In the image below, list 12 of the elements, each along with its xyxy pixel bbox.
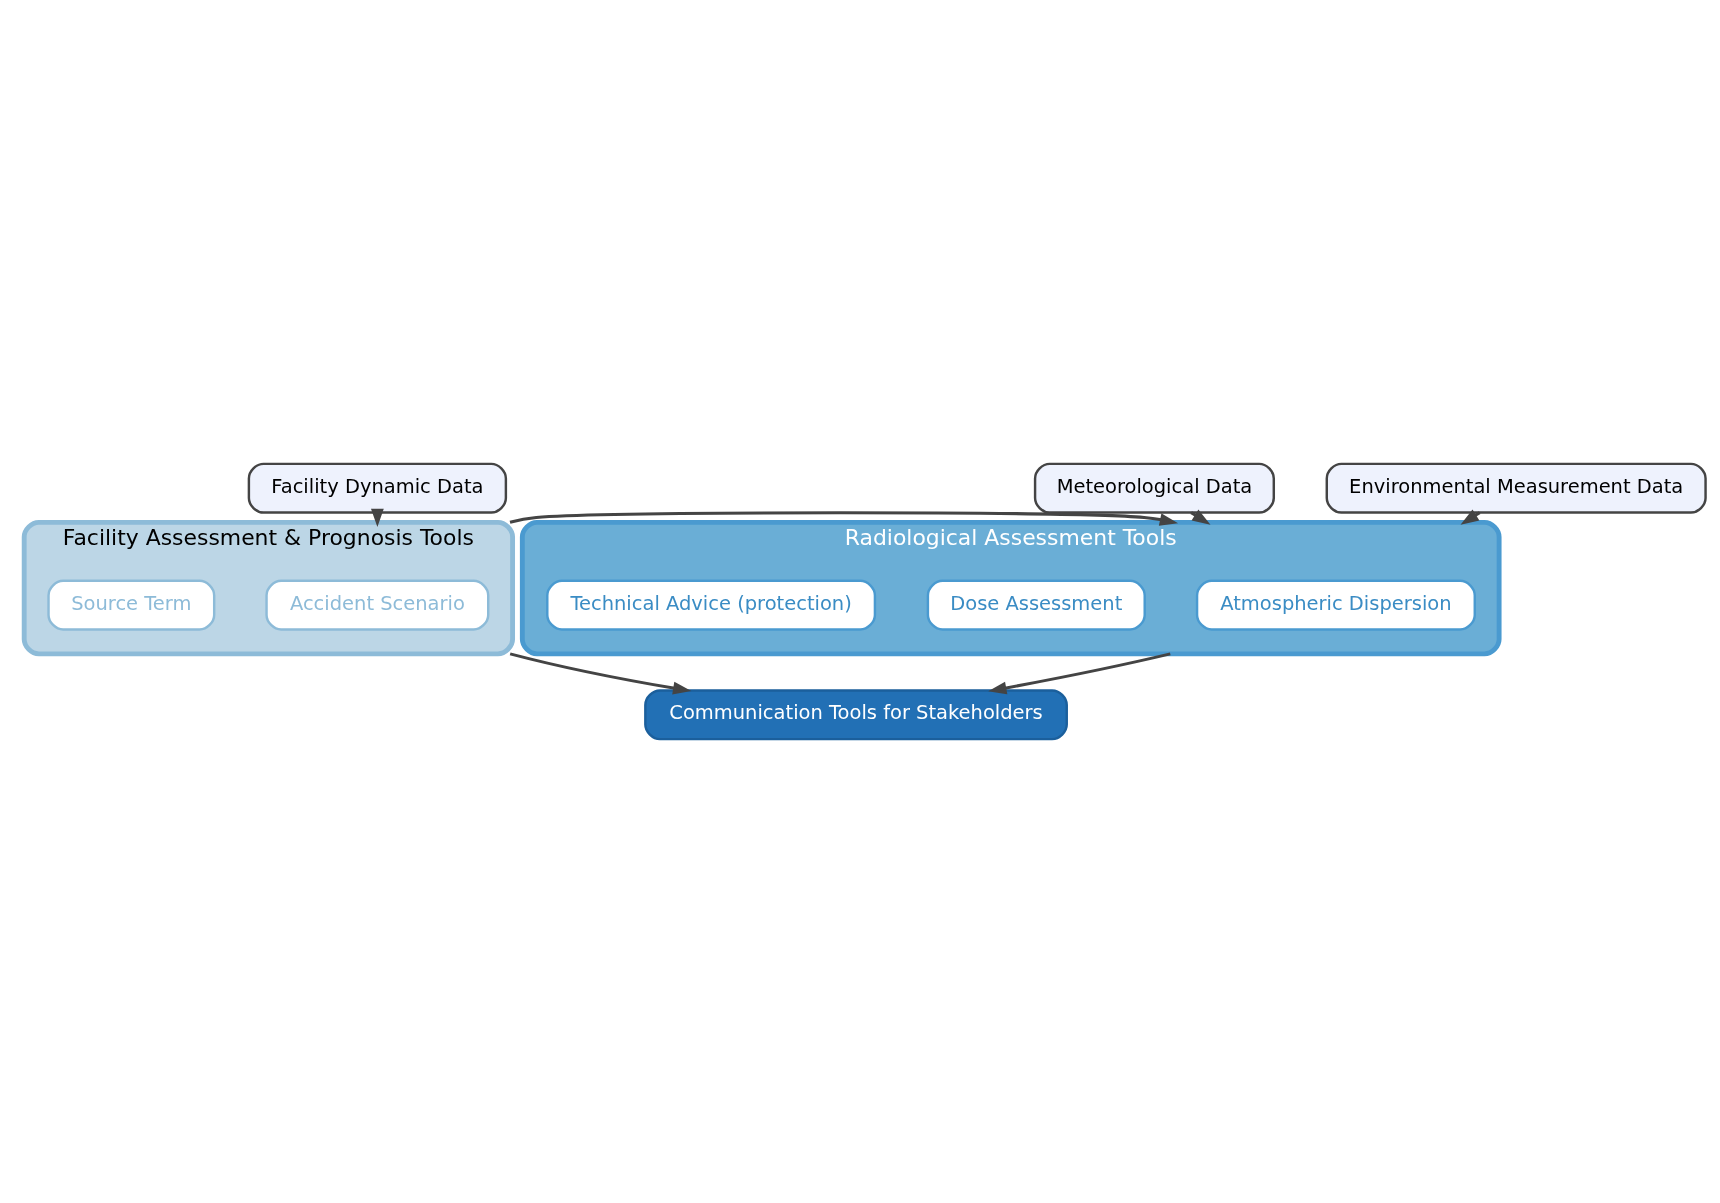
node-box: Source Term [47, 579, 216, 631]
node-box: Accident Scenario [265, 579, 490, 631]
node-box: Dose Assessment [926, 579, 1146, 631]
node-box: Environmental Measurement Data [1325, 462, 1707, 514]
arrow [509, 511, 1179, 526]
node-box: Meteorological Data [1033, 462, 1275, 514]
arrow [988, 652, 1171, 695]
node-box: Technical Advice (protection) [546, 579, 877, 631]
node-box: Atmospheric Dispersion [1195, 579, 1476, 631]
arrow [371, 508, 384, 527]
arrow [509, 652, 692, 695]
node-box: Communication Tools for Stakeholders [644, 689, 1068, 741]
